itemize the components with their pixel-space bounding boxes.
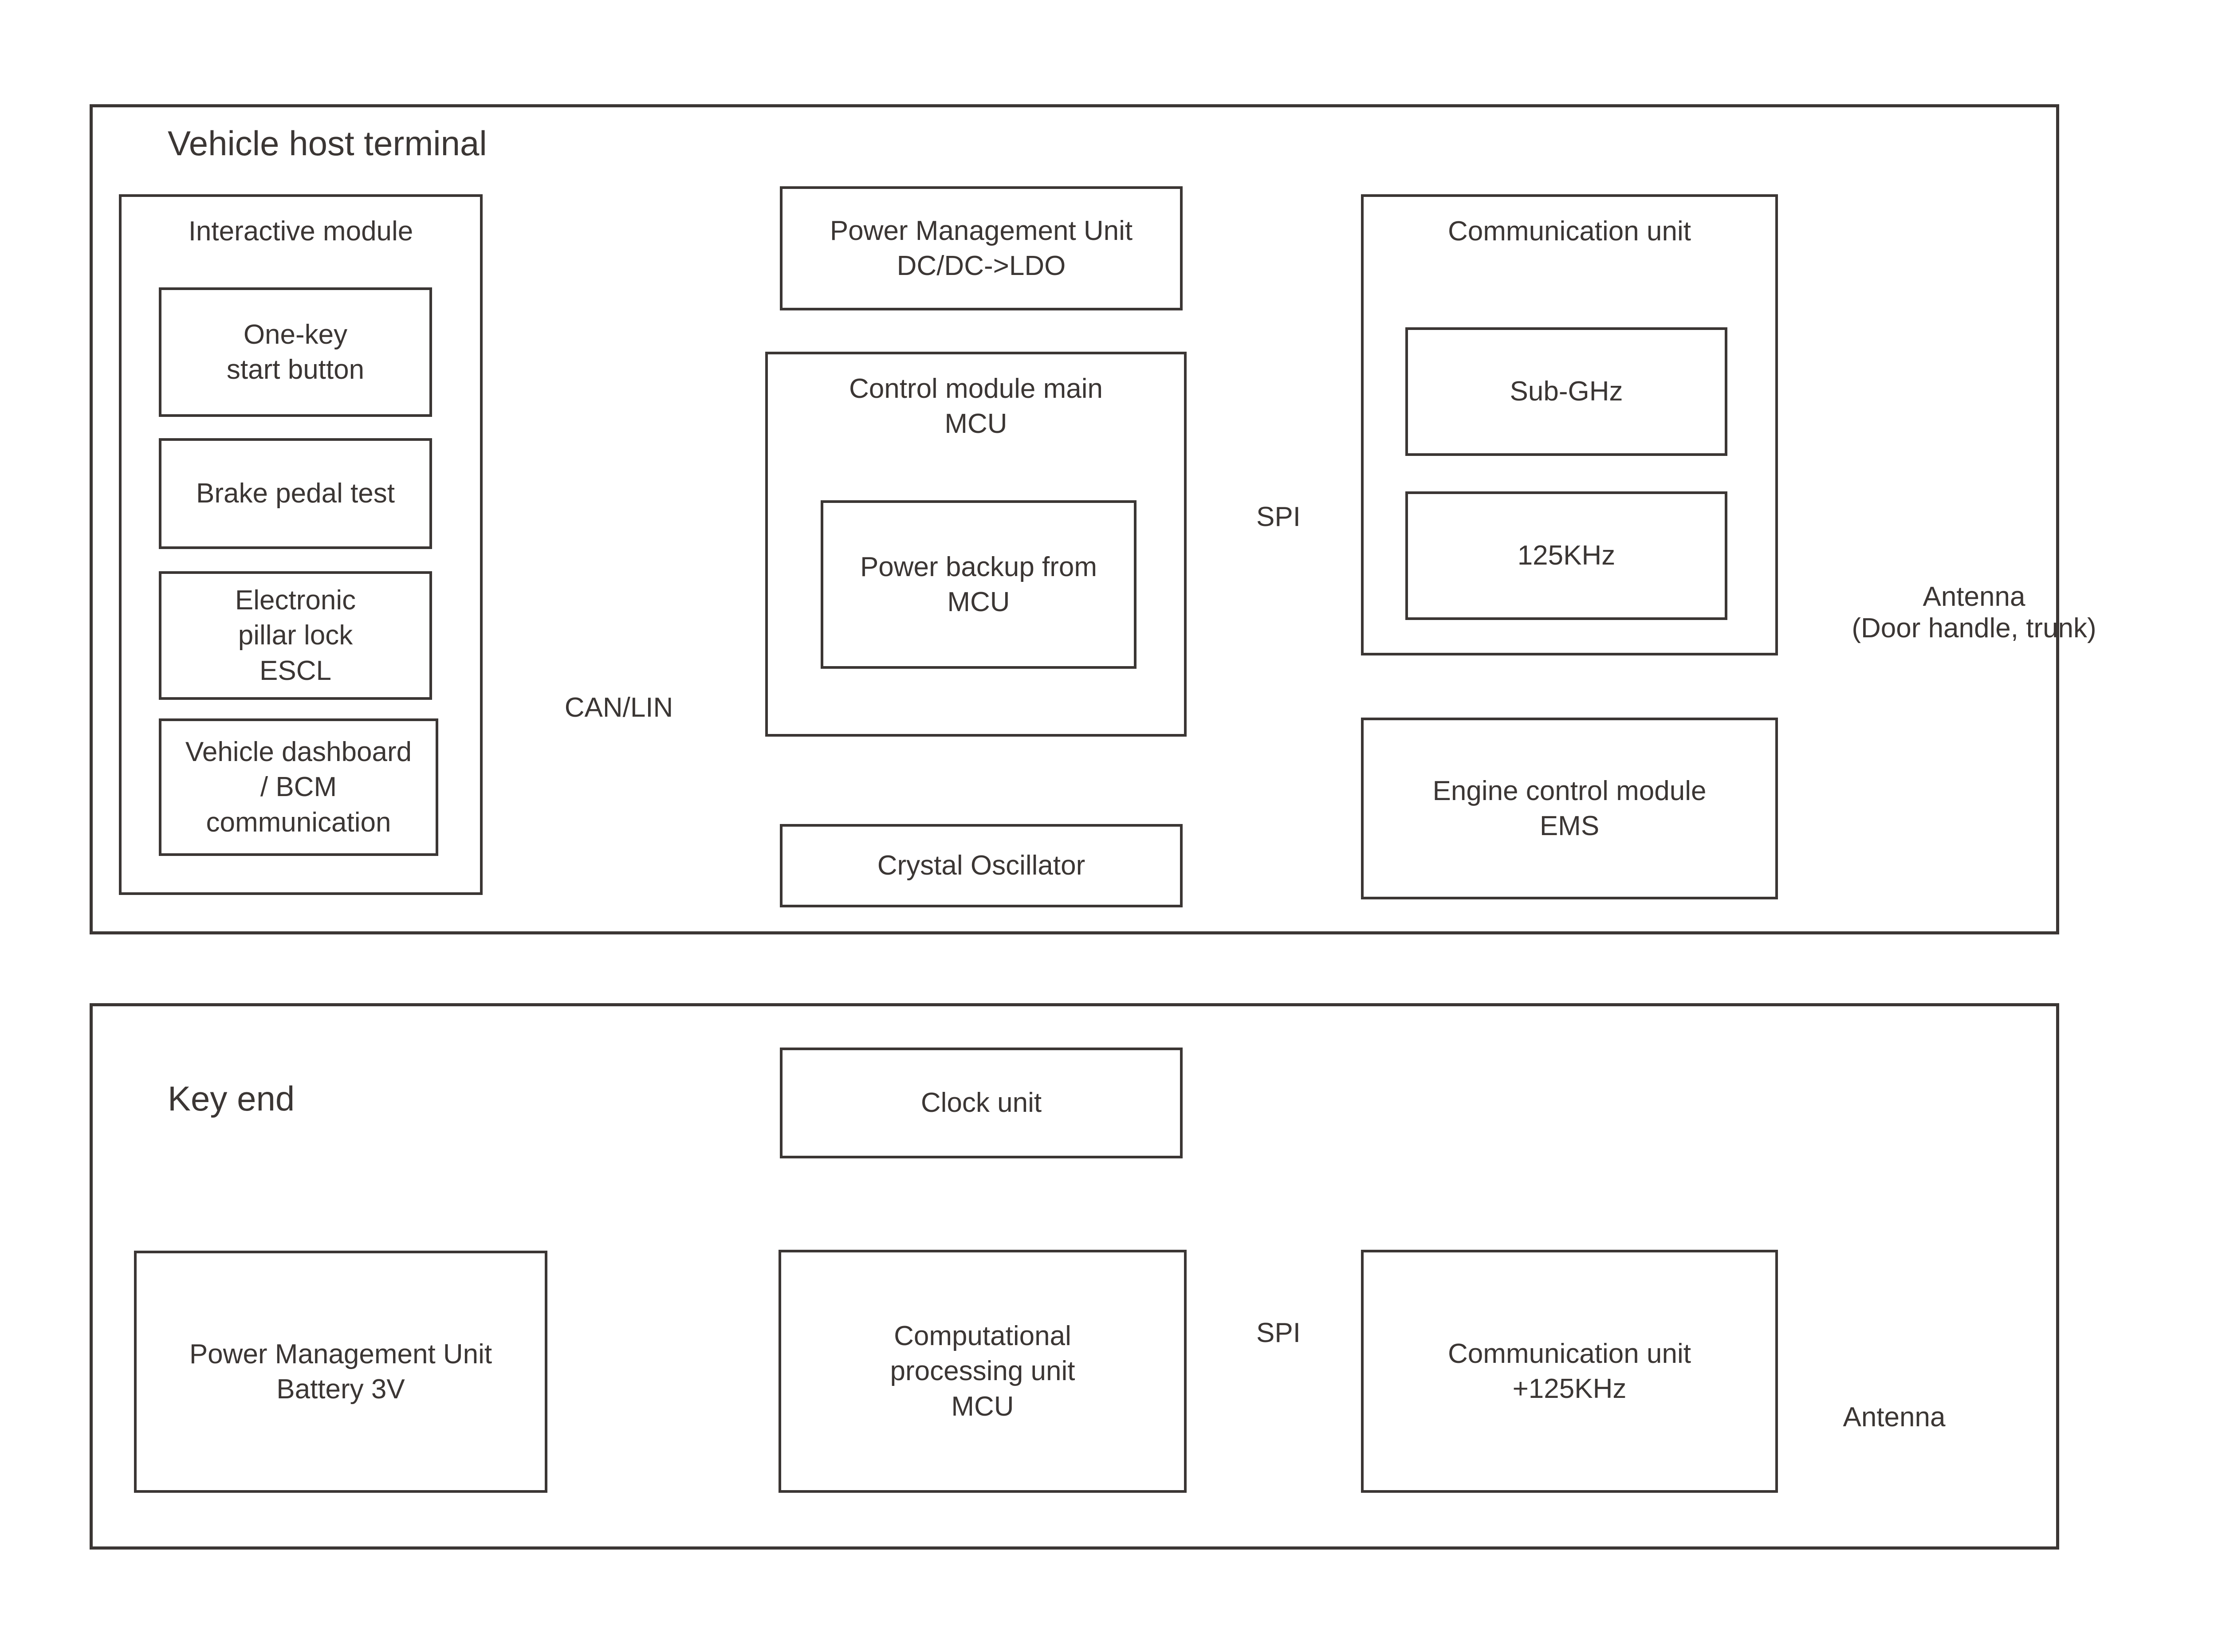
key-power-management-unit-box[interactable]: Power Management Unit Battery 3V <box>134 1251 547 1493</box>
power-backup-from-mcu-box[interactable]: Power backup from MCU <box>821 500 1137 669</box>
interactive-module-label: Interactive module <box>188 216 413 247</box>
spi-label-top: SPI <box>1256 502 1301 532</box>
one-key-start-button-box[interactable]: One-key start button <box>159 287 432 417</box>
sub-ghz-box[interactable]: Sub-GHz <box>1405 327 1727 456</box>
vehicle-dashboard-bcm-box[interactable]: Vehicle dashboard / BCM communication <box>159 718 438 856</box>
brake-pedal-test-box[interactable]: Brake pedal test <box>159 438 432 549</box>
antenna-label-top: Antenna (Door handle, trunk) <box>1852 581 2096 644</box>
vehicle-host-terminal-title: Vehicle host terminal <box>168 124 487 163</box>
key-communication-unit-box[interactable]: Communication unit +125KHz <box>1361 1250 1778 1493</box>
power-management-unit-box[interactable]: Power Management Unit DC/DC->LDO <box>780 186 1183 310</box>
antenna-label-bottom: Antenna <box>1843 1402 1946 1432</box>
key-end-title: Key end <box>168 1079 295 1118</box>
communication-unit-label-top: Communication unit <box>1448 216 1691 247</box>
crystal-oscillator-box[interactable]: Crystal Oscillator <box>780 824 1183 907</box>
can-lin-label: CAN/LIN <box>564 692 673 723</box>
125khz-box[interactable]: 125KHz <box>1405 491 1727 620</box>
computational-processing-unit-box[interactable]: Computational processing unit MCU <box>779 1250 1187 1493</box>
electronic-pillar-lock-escl-box[interactable]: Electronic pillar lock ESCL <box>159 571 432 700</box>
clock-unit-box[interactable]: Clock unit <box>780 1048 1183 1158</box>
spi-label-bottom: SPI <box>1256 1318 1301 1348</box>
control-module-label: Control module main MCU <box>849 373 1103 439</box>
engine-control-module-ems-box[interactable]: Engine control module EMS <box>1361 718 1778 899</box>
